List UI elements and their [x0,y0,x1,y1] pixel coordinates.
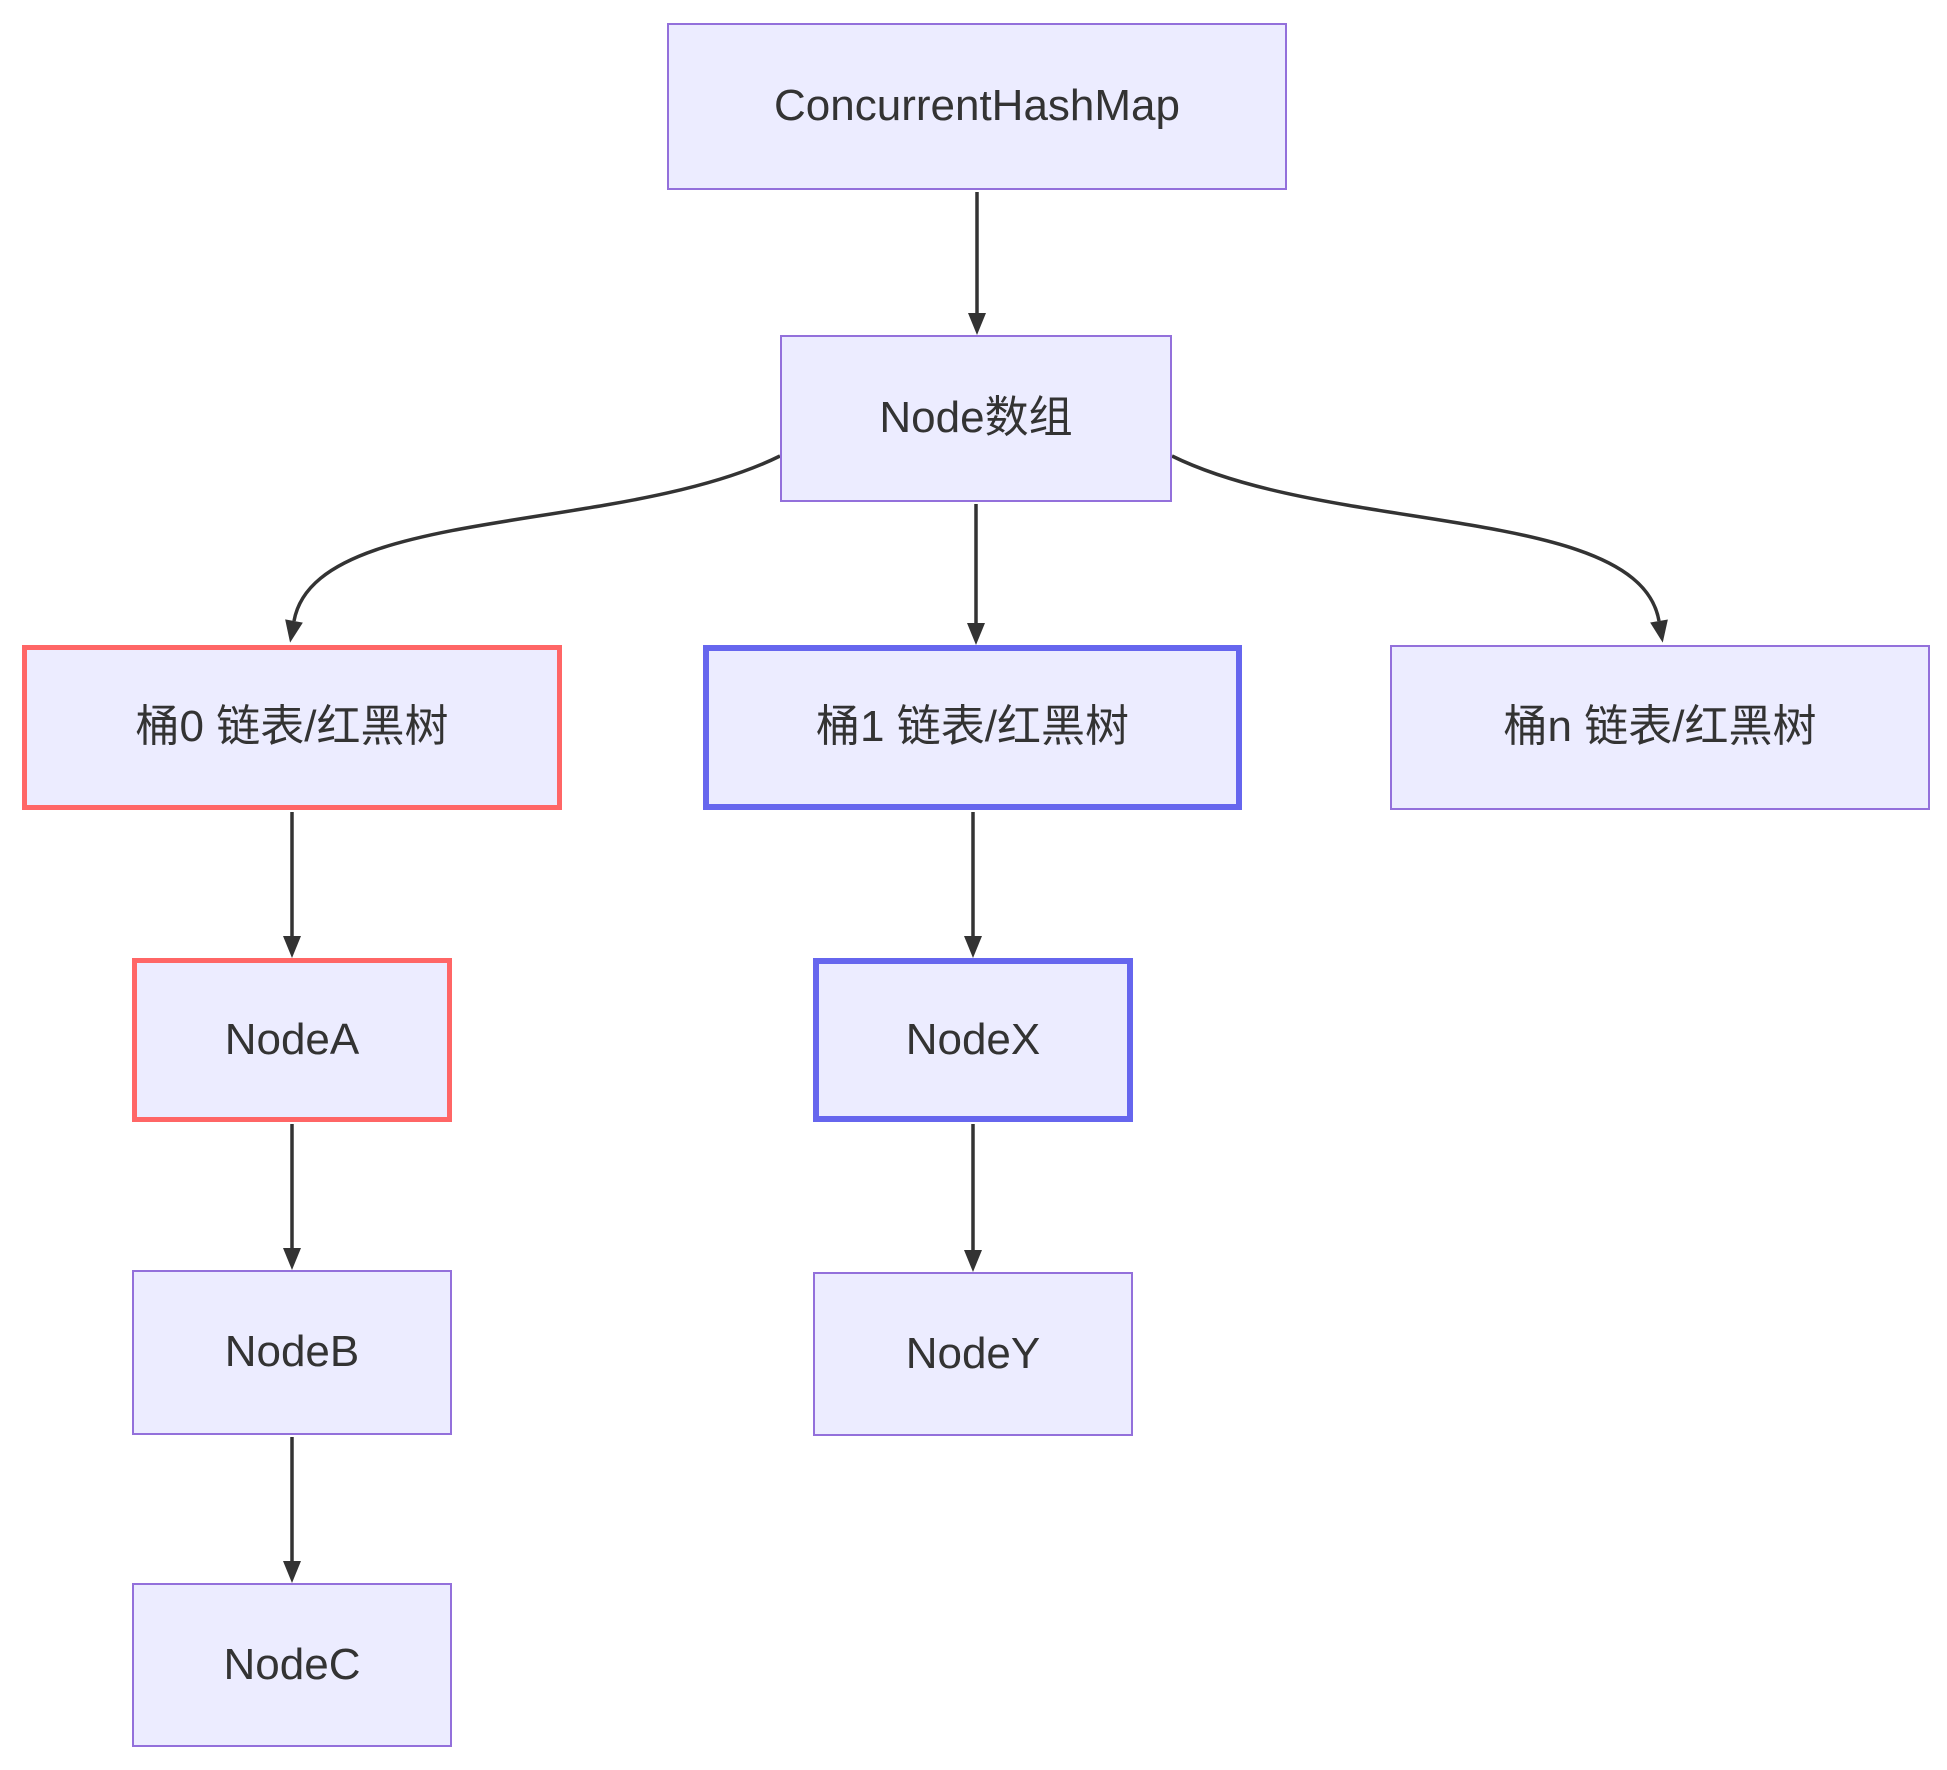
node-label: NodeB [224,1327,360,1377]
node-label: 桶1 链表/红黑树 [816,702,1129,752]
node-bucketn: 桶n 链表/红黑树 [1390,645,1930,810]
node-label: Node数组 [879,393,1073,443]
node-label: NodeX [905,1014,1041,1064]
edge-node-array-to-bucketn [1171,454,1668,643]
node-label: NodeY [905,1328,1041,1378]
node-label: ConcurrentHashMap [774,81,1180,131]
node-label: 桶n 链表/红黑树 [1503,702,1817,752]
node-label: NodeC [223,1639,361,1689]
node-nodey: NodeY [813,1272,1133,1436]
node-bucket1: 桶1 链表/红黑树 [703,645,1242,810]
edge-node-array-to-bucket0 [285,454,781,643]
node-bucket0: 桶0 链表/红黑树 [22,645,562,810]
node-nodex: NodeX [813,958,1133,1122]
node-concurrenthashmap: ConcurrentHashMap [667,23,1287,190]
node-node-array: Node数组 [780,335,1172,502]
node-nodec: NodeC [132,1583,452,1747]
node-label: 桶0 链表/红黑树 [135,702,449,752]
node-label: NodeA [224,1014,360,1064]
node-nodea: NodeA [132,958,452,1122]
node-nodeb: NodeB [132,1270,452,1435]
